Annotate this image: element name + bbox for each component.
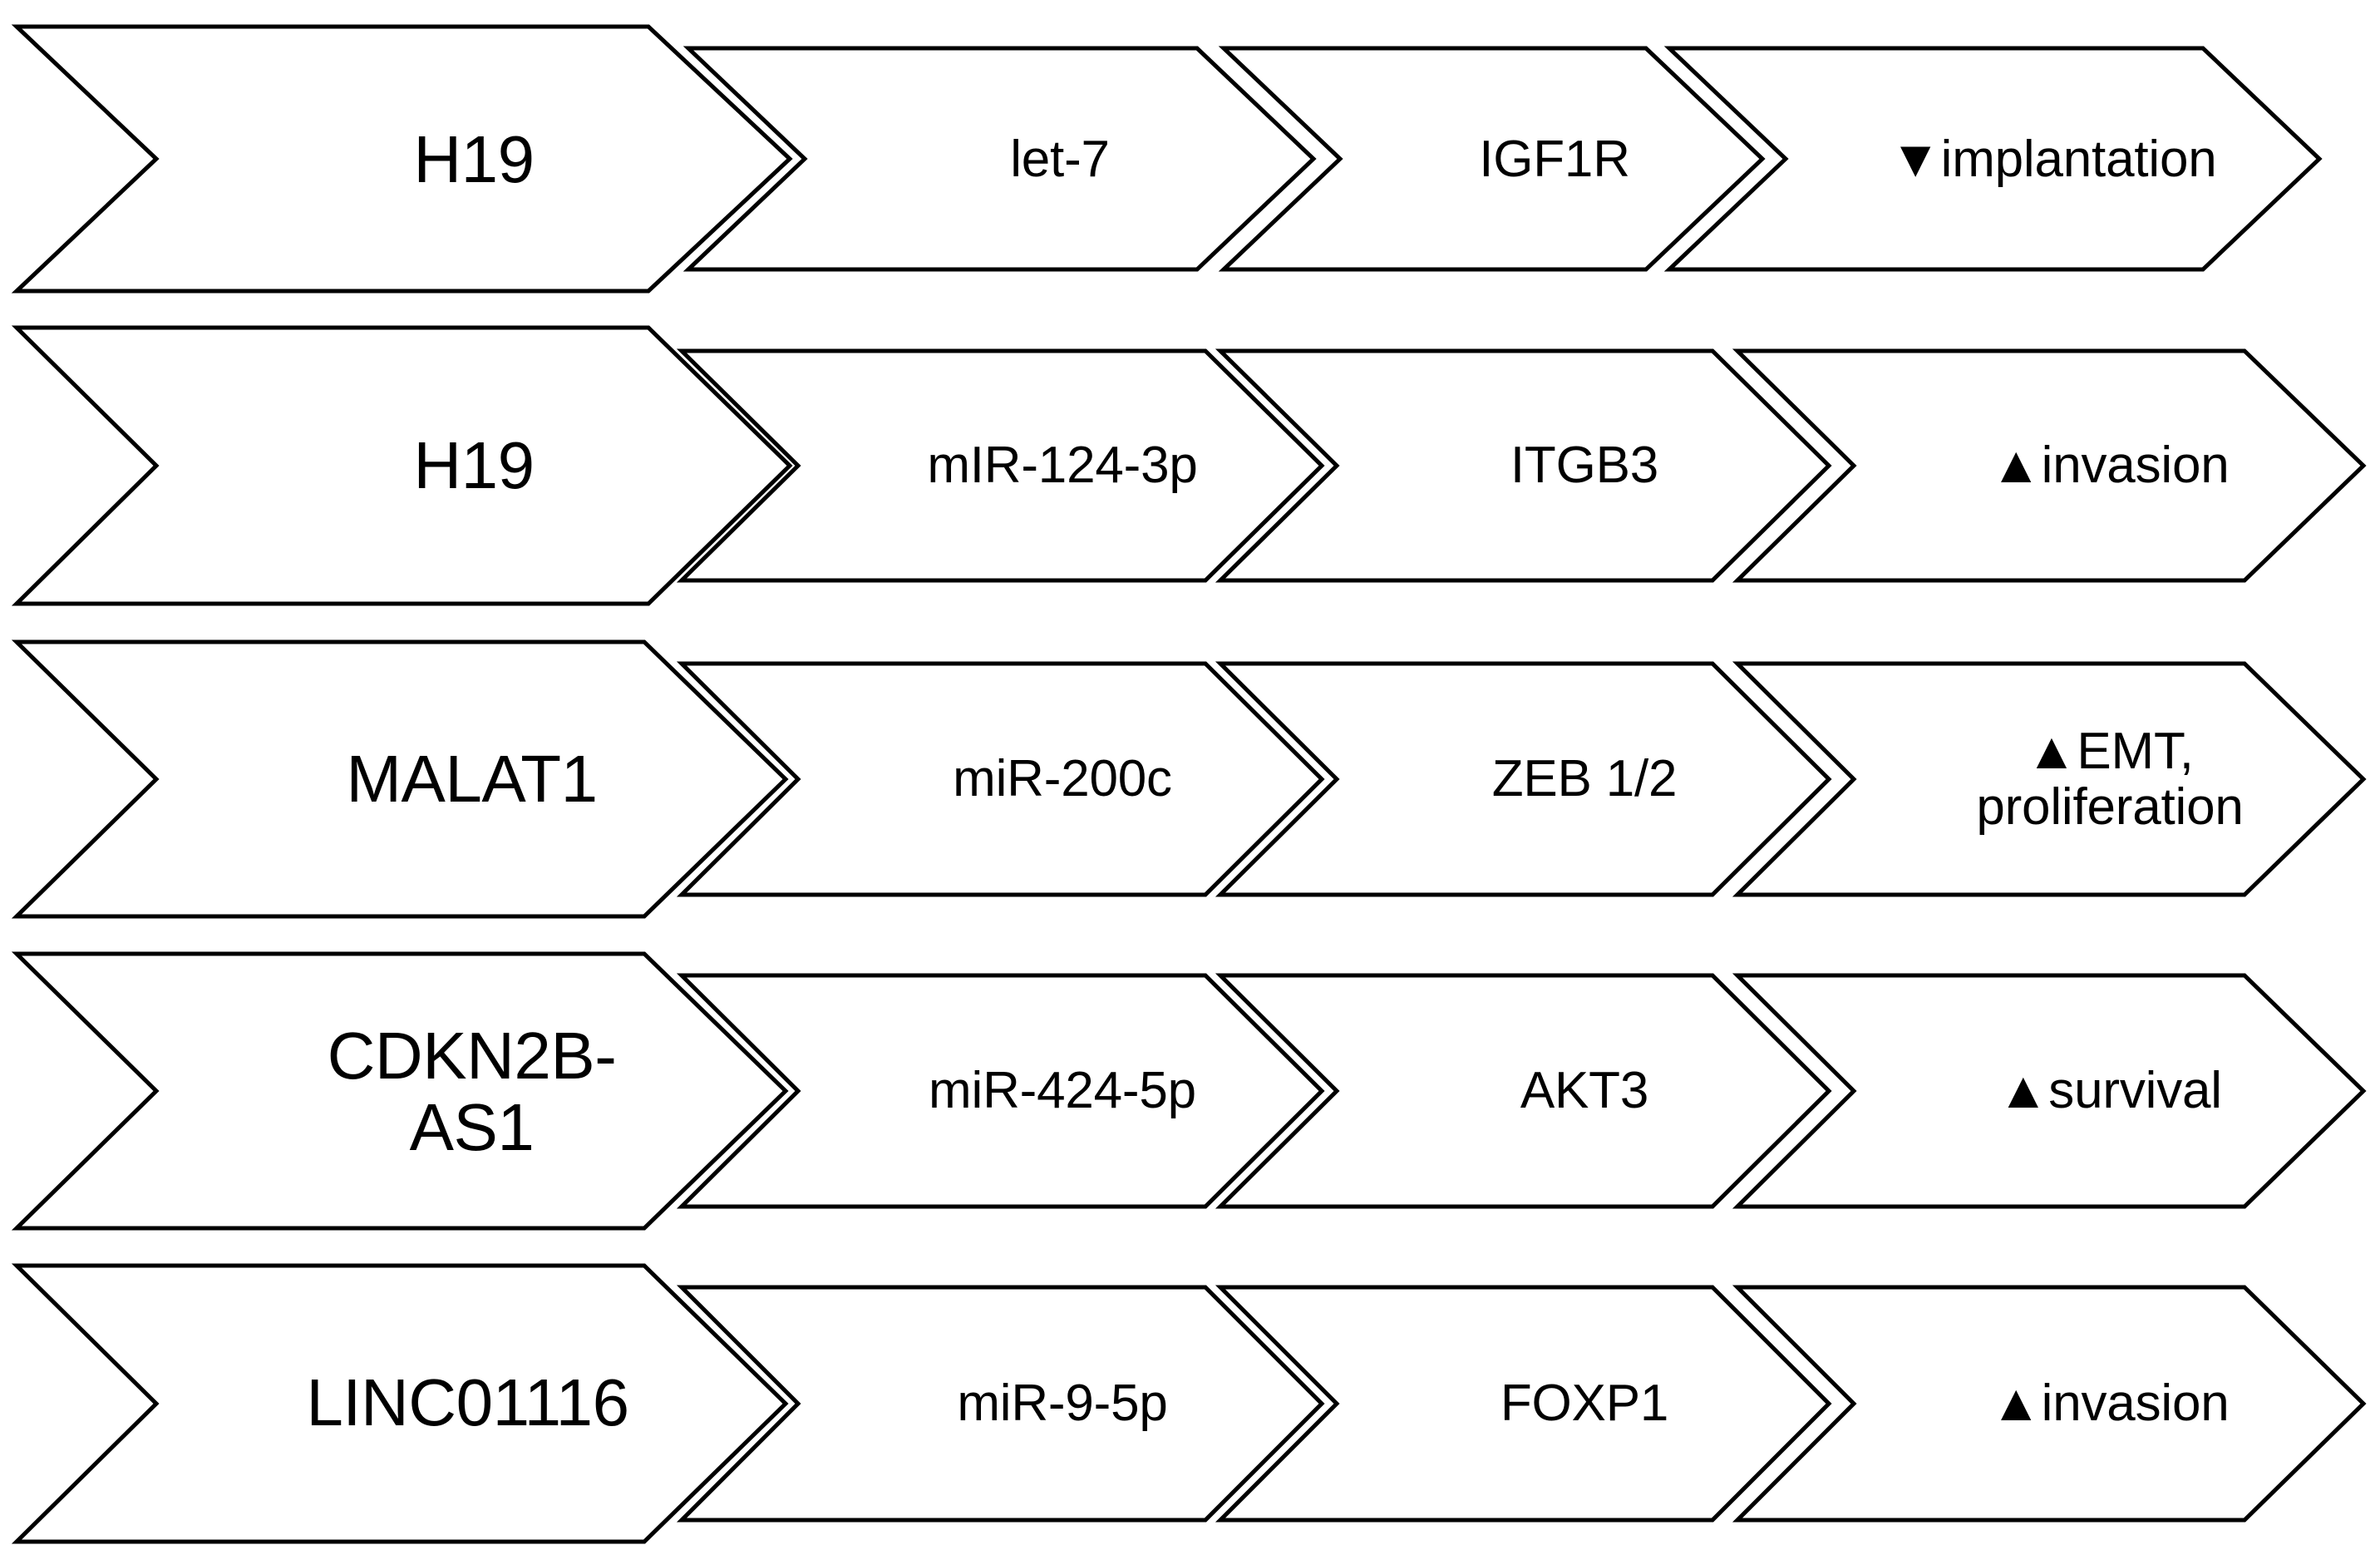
- chevron-row-2: [17, 328, 2363, 604]
- chevron-row4-col3[interactable]: [1220, 975, 1829, 1207]
- chevron-row5-col3[interactable]: [1220, 1287, 1829, 1520]
- chevron-row4-col1[interactable]: [17, 954, 786, 1228]
- chevron-row1-col4[interactable]: [1669, 48, 2319, 269]
- chevron-row2-col4[interactable]: [1737, 351, 2363, 580]
- chevron-row4-col2[interactable]: [682, 975, 1322, 1207]
- chevron-row3-col1[interactable]: [17, 642, 786, 916]
- chevron-row5-col2[interactable]: [682, 1287, 1322, 1520]
- chevron-row5-col4[interactable]: [1737, 1287, 2363, 1520]
- chevron-row2-col1[interactable]: [17, 328, 790, 604]
- chevron-row3-col2[interactable]: [682, 664, 1322, 895]
- chevron-row2-col3[interactable]: [1220, 351, 1829, 580]
- chevron-row4-col4[interactable]: [1737, 975, 2363, 1207]
- chevron-row-1: [17, 27, 2319, 291]
- chevron-row2-col2[interactable]: [682, 351, 1322, 580]
- chevron-row3-col3[interactable]: [1220, 664, 1829, 895]
- chevron-row1-col2[interactable]: [688, 48, 1313, 269]
- chevron-row3-col4[interactable]: [1737, 664, 2363, 895]
- chevron-row5-col1[interactable]: [17, 1266, 786, 1542]
- chevron-row-5: [17, 1266, 2363, 1542]
- chevron-row1-col3[interactable]: [1224, 48, 1762, 269]
- chevron-row-3: [17, 642, 2363, 916]
- chevron-row1-col1[interactable]: [17, 27, 790, 291]
- chevron-row-4: [17, 954, 2363, 1228]
